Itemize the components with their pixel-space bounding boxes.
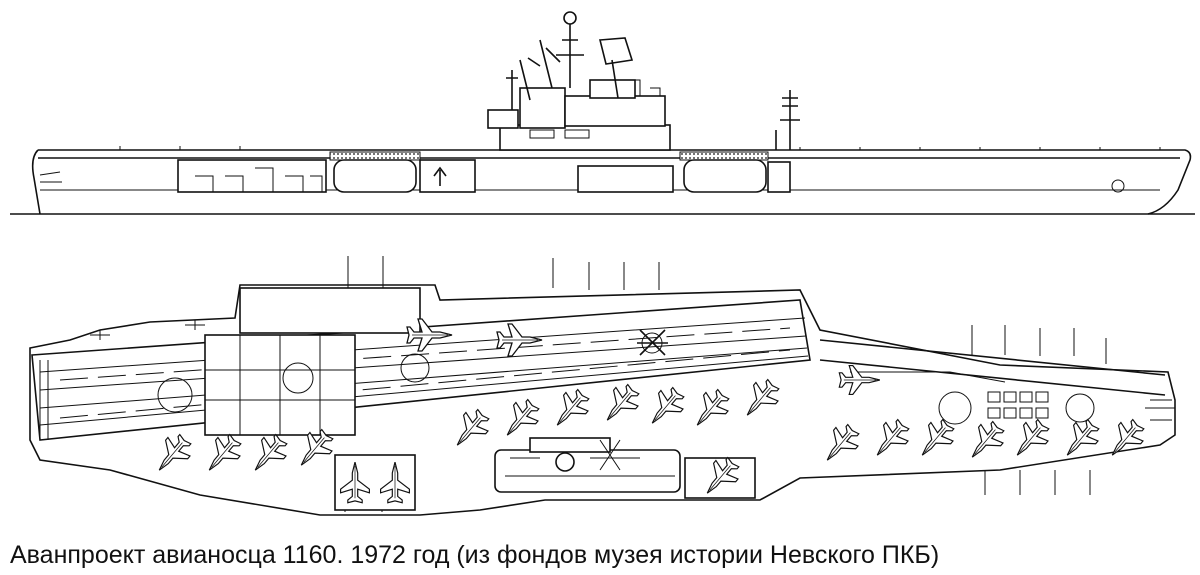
anchor-hawse	[1111, 179, 1125, 193]
side-profile-view	[10, 11, 1195, 215]
island-plan	[494, 437, 756, 499]
deck-outline	[29, 284, 1176, 516]
ship-drawing	[10, 11, 1195, 516]
flight-deck-plan-view	[29, 256, 1176, 516]
aft-mast	[775, 90, 800, 150]
elevator-side-2	[683, 159, 767, 193]
hull-outline	[31, 149, 1192, 215]
elevator-side-1	[333, 159, 417, 193]
elevator-plan-2	[334, 454, 416, 511]
deck-boxes	[987, 391, 1049, 419]
radar-dome	[563, 11, 577, 25]
island-superstructure	[487, 11, 671, 151]
figure-caption: Аванпроект авианосца 1160. 1972 год (из …	[10, 541, 940, 569]
angled-deck-strip	[31, 299, 811, 441]
